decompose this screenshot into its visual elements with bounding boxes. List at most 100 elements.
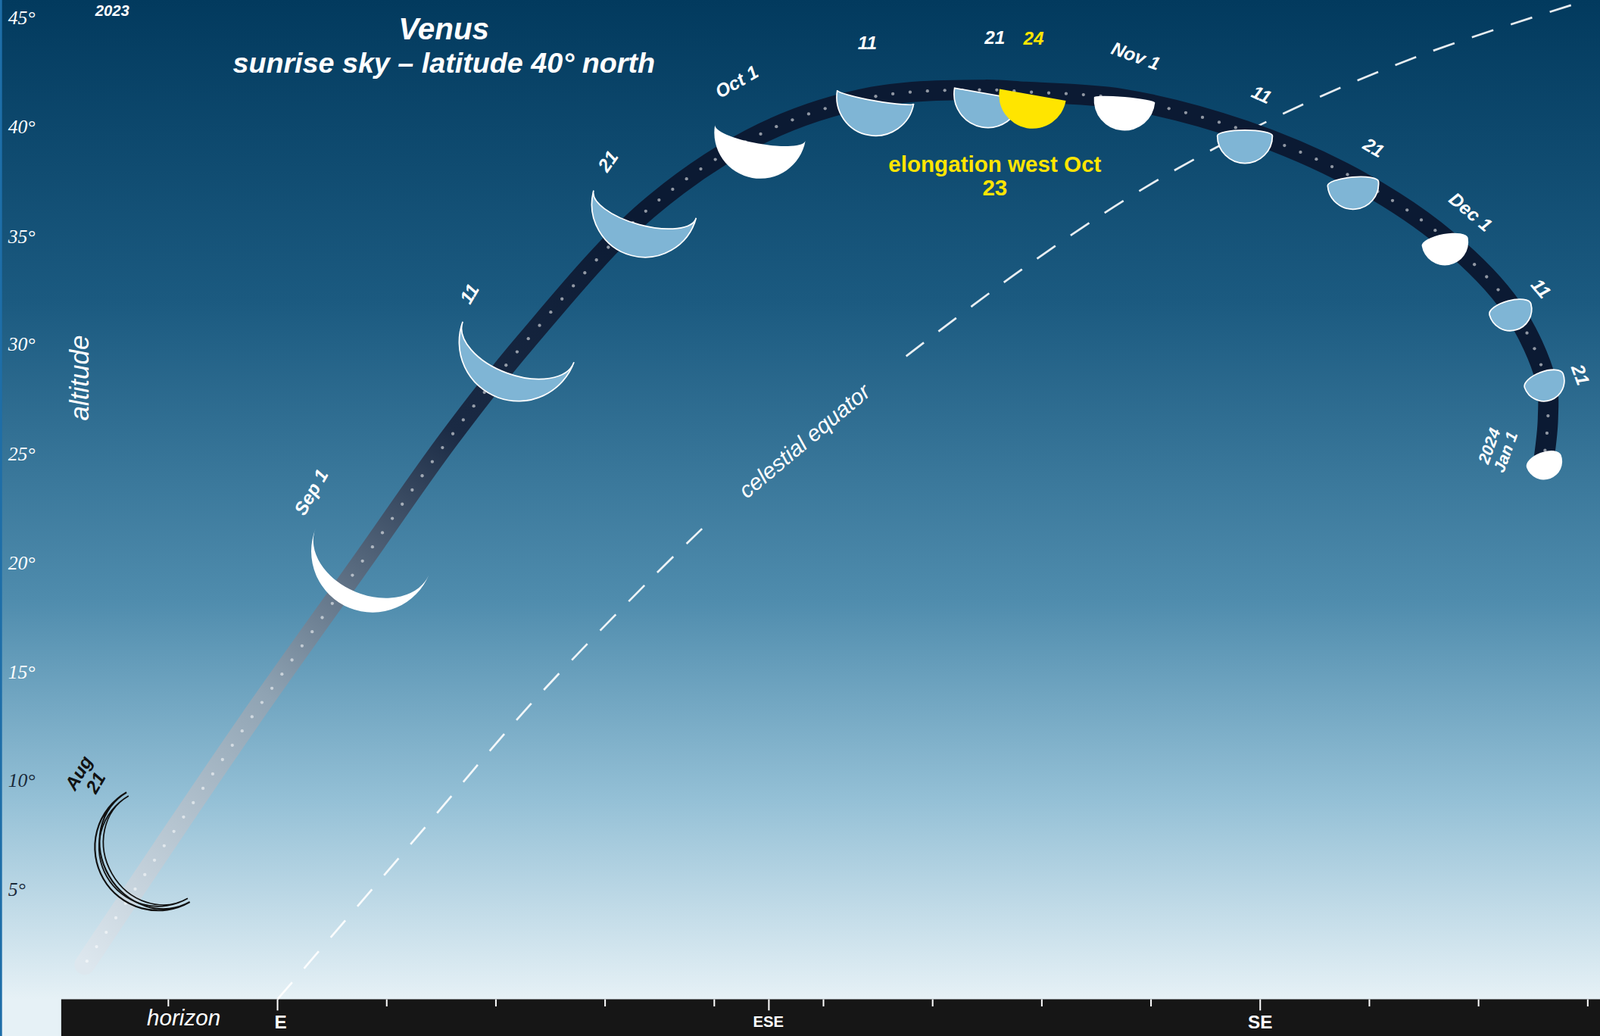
horizon-bar [61,998,1600,1036]
track-dot [451,432,455,436]
track-dot [143,873,147,877]
date-label: 21 [1568,361,1594,387]
track-dot [657,198,661,202]
track-dot [1539,362,1543,366]
axis-title: altitude [65,334,94,421]
track-dot [350,573,354,577]
azimuth-tick [932,998,934,1006]
azimuth-tick [822,998,824,1006]
track-dot [420,474,424,478]
track-dot [515,349,519,353]
track-dot [527,336,531,340]
track-dot [221,757,225,762]
phase-disk [442,321,574,418]
azimuth-tick [1041,998,1043,1006]
track-dot [1472,262,1476,266]
track-dot [977,87,981,91]
altitude-value: 10° [8,770,36,791]
equator-dash [277,528,703,999]
track-dot [774,124,778,128]
venus-phase [1217,130,1273,164]
azimuth-ticks [168,998,1588,1011]
azimuth-tick [386,998,388,1006]
track-dot [1345,172,1349,176]
track-dot [361,559,365,563]
track-dot [310,630,314,634]
track-dot [201,786,205,790]
azimuth-tick [1150,998,1152,1006]
azimuth-tick [767,998,770,1011]
track-dot [713,157,717,161]
track-dot [1047,91,1051,95]
track-dot [1433,228,1437,232]
phase-disk [580,190,697,269]
azimuth-tick [713,998,715,1006]
direction-label: E [274,1013,287,1033]
venus-phase [71,792,191,934]
date-label: Dec 1 [1445,189,1496,236]
direction-label: ESE [753,1014,784,1031]
track-dot [390,516,394,520]
date-label: 11 [1248,81,1275,108]
altitude-value: 35° [8,226,36,247]
track-dot [758,132,762,136]
phase-disk [293,528,430,632]
altitude-value: 5° [8,879,26,901]
azimuth-tick [277,998,279,1011]
track-dot [461,417,465,422]
track-dot [94,945,98,949]
track-dot [1330,165,1334,169]
track-dot [1082,93,1086,97]
altitude-value: 15° [8,662,36,684]
track-dot [908,90,912,94]
track-dot [807,112,811,116]
phase-outline [77,795,188,928]
track-dot [104,930,108,934]
altitude-value: 20° [8,552,36,574]
track-dot [943,88,947,92]
track-band [84,90,1549,965]
chart-title: Venus [398,12,490,45]
track-dot [1217,120,1221,124]
venus-phase [707,124,806,187]
track-dot [891,92,895,96]
azimuth-tick [1368,998,1370,1006]
phase-disk [1327,174,1382,212]
track-dot [1200,115,1204,119]
track-dot [191,801,195,805]
phase-disk [1487,295,1537,336]
track-dot [1234,125,1238,129]
celestial-equator-line [277,5,1572,1000]
phase-disk [1091,94,1155,134]
venus-track [84,87,1551,964]
date-label: Oct 1 [711,62,762,102]
track-dot [790,118,794,122]
track-dot [162,844,166,848]
track-dot [1298,150,1302,154]
track-dot [472,404,476,408]
track-dot [873,94,877,98]
phase-disk [993,89,1066,135]
track-dot [1029,90,1033,94]
venus-phase [1327,174,1382,212]
track-dot [537,324,541,328]
track-dot [1546,414,1550,418]
azimuth-tick [1259,998,1261,1011]
track-dot [504,363,508,367]
track-dot [320,615,324,619]
phase-disk [707,124,806,187]
track-dot [371,545,375,549]
track-dot [698,167,702,171]
altitude-value: 45° [8,8,36,29]
track-dot [926,89,930,93]
track-dot [211,772,215,776]
track-dot [410,488,414,492]
venus-phase [293,528,430,632]
chart-subtitle: sunrise sky – latitude 40° north [232,48,655,79]
track-dot [114,916,118,920]
azimuth-tick [1587,998,1589,1006]
phase-disk [1522,364,1571,407]
left-border [0,0,3,1036]
